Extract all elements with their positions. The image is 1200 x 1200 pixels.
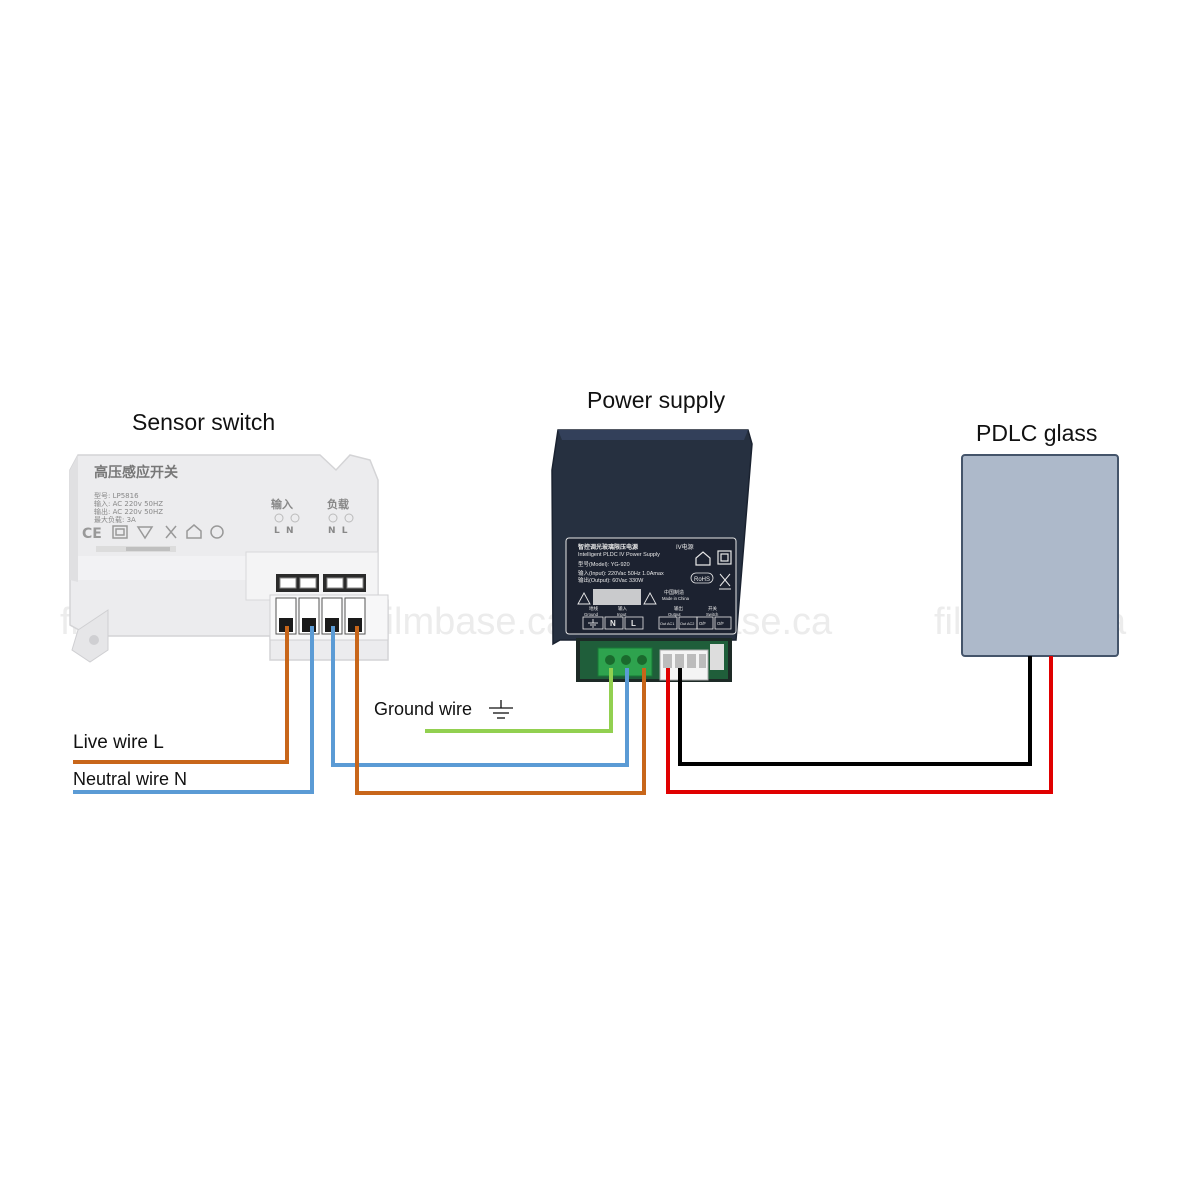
sensor-title: 高压感应开关 [94, 464, 178, 481]
sensor-spec: 最大负载: 3A [94, 515, 136, 524]
power-supply-device: 智控调光玻璃限压电源 IV电源 Intelligent PLDC IV Powe… [551, 429, 753, 682]
double-insulation-icon [717, 550, 732, 565]
sensor-input-label: 输入 [271, 497, 293, 511]
sensor-spec: 输出: AC 220v 50HZ [94, 507, 163, 516]
psu-output-label-en: Output [668, 612, 681, 617]
psu-model: 型号(Model): YG-920 [578, 560, 630, 568]
ground-symbol-icon [489, 700, 513, 719]
psu-output-spec: 输出(Output): 60Vac 330W [578, 576, 644, 584]
sensor-load-label: 负载 [327, 497, 349, 511]
psu-switch-onoff: O/F [699, 621, 706, 626]
ground-wire [425, 668, 613, 733]
psu-switch-onoff: O/F [717, 621, 724, 626]
neutral-wire-label: Neutral wire N [73, 769, 187, 789]
sensor-switch-device: 高压感应开关 型号: LP5816 输入: AC 220v 50HZ 输出: A… [69, 454, 389, 663]
psu-ground-label: 地线 [589, 605, 598, 611]
live-wire-label: Live wire L [73, 732, 164, 753]
psu-ground-label-en: Ground [584, 612, 599, 617]
neutral-wire [73, 626, 314, 794]
rohs-mark: RoHS [694, 577, 710, 583]
svg-text:CE: CE [82, 526, 102, 542]
sensor-load-terminals: N L [328, 526, 348, 536]
pdlc-glass-label: PDLC glass [976, 420, 1097, 446]
psu-switch-label: 开关 [708, 605, 717, 612]
psu-out-ac2: Out AC2 [680, 622, 694, 626]
sensor-spec: 输入: AC 220v 50HZ [94, 499, 163, 508]
psu-input-spec: 输入(Input): 220Vac 50Hz 1.0Amax [578, 569, 664, 577]
output-wire-red [666, 656, 1053, 794]
made-in-label: 中国制造 [664, 589, 684, 596]
live-wire [73, 626, 289, 764]
psu-output-label: 输出 [674, 605, 683, 612]
sensor-input-terminals: L N [274, 526, 294, 536]
psu-terminal-l: L [631, 619, 636, 628]
weee-bin-icon [719, 573, 731, 590]
made-in-label: Made in China [662, 596, 690, 601]
psu-input-label-en: Input [617, 612, 627, 617]
power-supply-label: Power supply [587, 387, 726, 413]
psu-switch-label-en: Switch [706, 612, 719, 617]
psu-title-cn: 智控调光玻璃限压电源 [578, 543, 638, 551]
psu-input-label: 输入 [618, 605, 627, 612]
certification-icons: CE [82, 524, 224, 542]
home-icon [695, 551, 711, 566]
neutral-wire-to-psu [331, 626, 629, 767]
live-wire-to-psu [355, 626, 646, 795]
output-wire-black [678, 656, 1032, 766]
psu-terminal-n: N [610, 619, 616, 628]
watermark: filmbase.ca [375, 601, 568, 643]
ground-wire-label: Ground wire [374, 699, 472, 719]
psu-title-suffix: IV电源 [676, 543, 694, 551]
pdlc-glass-panel [961, 454, 1119, 657]
psu-out-ac1: Out AC1 [660, 622, 674, 626]
sensor-switch-label: Sensor switch [132, 409, 275, 435]
psu-title-en: Intelligent PLDC IV Power Supply [578, 552, 660, 558]
warning-icon [577, 592, 657, 605]
ground-symbol-icon [588, 619, 598, 628]
sensor-spec: 型号: LP5816 [94, 491, 139, 500]
wires [73, 626, 1053, 795]
